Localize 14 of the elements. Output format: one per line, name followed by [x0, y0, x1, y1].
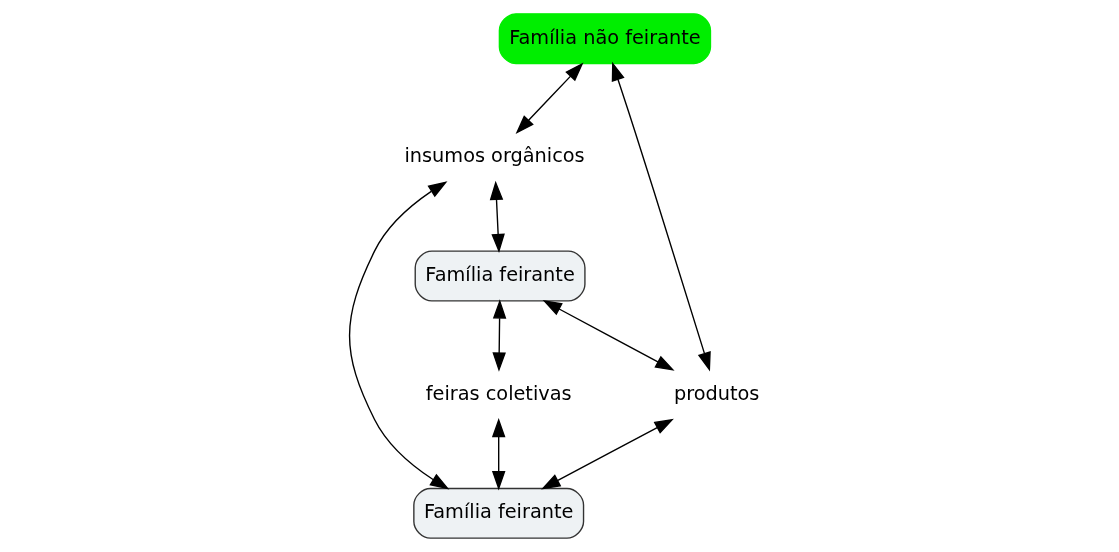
arrow [491, 299, 506, 372]
node-box: Família feirante [414, 250, 586, 302]
node-box: Família não feirante [498, 13, 711, 65]
arrow [611, 61, 711, 372]
arrow [489, 180, 505, 254]
node-box: Família feirante [412, 487, 584, 539]
node-text: insumos orgânicos [403, 144, 585, 168]
arrow [540, 418, 674, 490]
node-text: feiras coletivas [425, 381, 572, 405]
arrow [515, 62, 583, 134]
arrow [491, 417, 505, 491]
arrow [542, 300, 675, 371]
node-text: produtos [673, 381, 759, 405]
arrow [348, 181, 449, 490]
